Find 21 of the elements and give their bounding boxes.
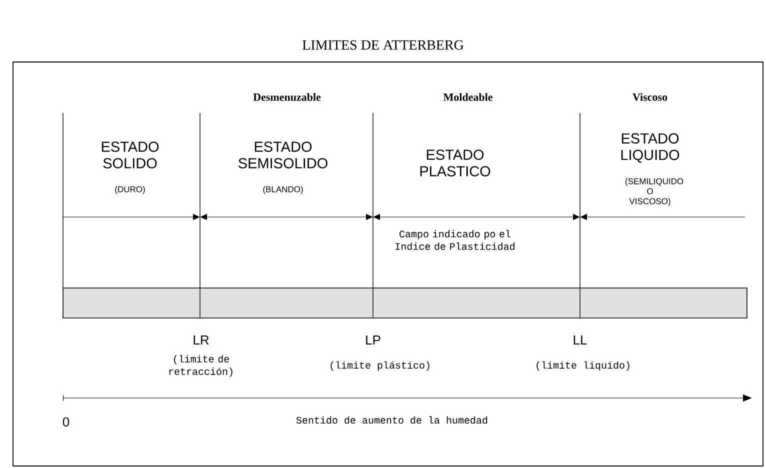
axis-label: Sentido de aumento de la humedad — [296, 416, 488, 424]
axis-origin: 0 — [62, 417, 70, 427]
state-name: ESTADO PLASTICO — [420, 150, 490, 176]
zone-heading: Viscoso — [632, 93, 668, 101]
limit-note: (limite liquido) — [536, 361, 630, 371]
state-name: ESTADO SEMISOLIDO — [238, 142, 328, 168]
zone-heading: Moldeable — [443, 93, 492, 101]
title: LIMITES DE ATTERBERG — [302, 40, 464, 50]
limit-label: LR — [194, 336, 209, 344]
limit-note: (limite plástico) — [330, 361, 430, 371]
zone-heading: Desmenuzable — [253, 93, 321, 101]
state-name: ESTADO SOLIDO — [102, 142, 159, 168]
state-name: ESTADO LIQUIDO — [621, 133, 680, 163]
state-note: (SEMILIQUIDO O VISCOSO) — [626, 178, 684, 206]
state-note: (BLANDO) — [263, 186, 303, 194]
shaded-bar — [62, 288, 748, 318]
field-note: Campo indicado po el Indice de Plasticidad — [396, 230, 514, 250]
limit-label: LL — [574, 336, 587, 344]
limit-label: LP — [366, 336, 380, 344]
state-note: (DURO) — [115, 186, 145, 194]
limit-note: (limite de retracción) — [169, 355, 232, 377]
